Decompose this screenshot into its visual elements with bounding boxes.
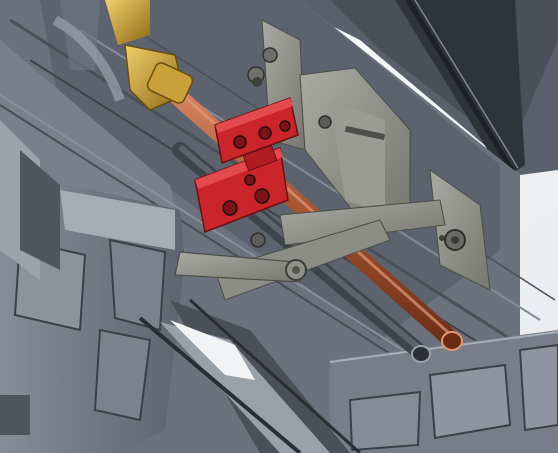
side-plate — [429, 168, 491, 291]
right-extrusion-section — [329, 330, 558, 453]
mount-bolt — [252, 77, 445, 241]
brass-fitting — [52, 0, 194, 111]
lower-rails — [138, 298, 362, 453]
red-clamp-upper — [214, 97, 299, 165]
top-rail-profile — [300, 0, 558, 178]
bracket-plate — [247, 19, 411, 221]
red-clamp-lower — [194, 144, 289, 234]
lever-link — [174, 232, 307, 283]
left-extrusion-section — [0, 120, 185, 453]
